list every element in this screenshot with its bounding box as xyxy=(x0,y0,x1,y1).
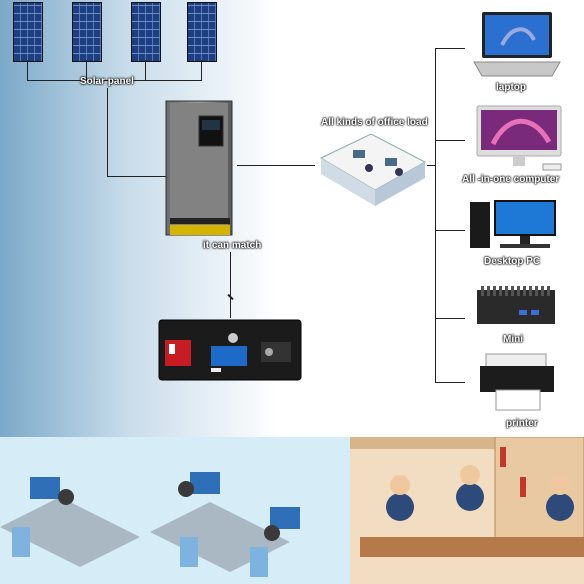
printer-label: printer xyxy=(506,418,538,429)
laptop-label: laptop xyxy=(496,82,526,93)
office-illustration xyxy=(0,437,584,584)
it-can-match-label: it can match xyxy=(203,240,262,251)
office-load-label: All kinds of office load xyxy=(321,117,428,128)
office-icon xyxy=(319,133,427,206)
mini-pc-icon xyxy=(477,286,555,324)
wire xyxy=(435,318,465,319)
all-in-one-label: All -in-one computer xyxy=(462,174,560,185)
solar-panel-icon xyxy=(131,2,161,62)
wire xyxy=(107,176,167,177)
solar-panel-icon xyxy=(13,2,43,62)
wire xyxy=(427,165,435,166)
printer-icon xyxy=(480,353,554,411)
wire xyxy=(27,80,202,81)
wire xyxy=(435,48,436,382)
mini-label: Mini xyxy=(503,334,523,345)
wire xyxy=(27,60,28,80)
wire xyxy=(435,140,465,141)
wire xyxy=(201,60,202,80)
solar-panel-icon xyxy=(187,2,217,62)
wire xyxy=(145,60,146,80)
solar-panel-label: Solar panel xyxy=(80,76,134,87)
arrow xyxy=(227,293,234,301)
solar-panel-icon xyxy=(72,2,102,62)
wire xyxy=(230,252,231,318)
wire xyxy=(435,48,465,49)
all-in-one-icon xyxy=(476,105,562,171)
inverter-icon xyxy=(165,100,233,236)
wire xyxy=(435,382,465,383)
wire xyxy=(107,88,108,176)
desktop-pc-label: Desktop PC xyxy=(484,256,541,267)
laptop-icon xyxy=(473,12,561,77)
wire xyxy=(237,165,315,166)
battery-icon xyxy=(158,319,302,381)
wire xyxy=(435,230,465,231)
desktop-icon xyxy=(470,200,556,248)
wire xyxy=(86,60,87,80)
